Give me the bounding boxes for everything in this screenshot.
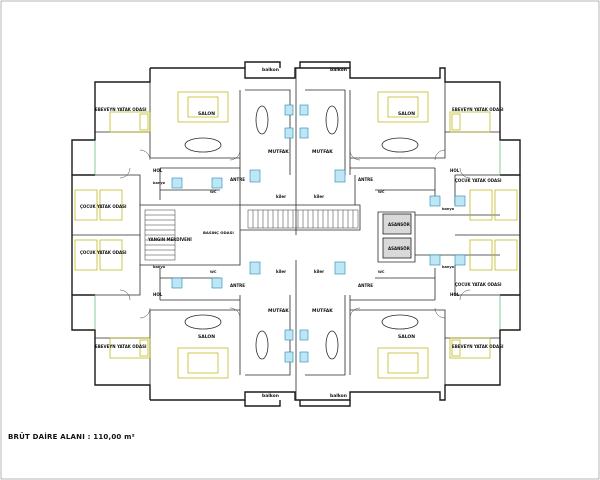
label-wc-top-left: WC (210, 190, 217, 194)
label-antre-bottom-left: ANTRE (230, 283, 245, 288)
label-cocuk-bottom-left: ÇOCUK YATAK ODASI (80, 250, 127, 255)
label-antre-top-right: ANTRE (358, 177, 373, 182)
label-wc-bottom-left: WC (210, 270, 217, 274)
label-kiler-bottom-right: kiler (314, 269, 324, 274)
label-hol-top-left: HOL (153, 168, 163, 173)
stairs-fire (144, 209, 176, 261)
label-mutfak-top-left: MUTFAK (268, 149, 289, 155)
elevators (382, 213, 412, 259)
label-cocuk-bottom-right: ÇOCUK YATAK ODASI (455, 282, 502, 287)
label-salon-bottom-right: SALON (398, 334, 415, 340)
label-hol-bottom-left: HOL (153, 292, 163, 297)
label-kiler-bottom-left: kiler (276, 269, 286, 274)
label-banyo-top-right: banyo (442, 207, 455, 211)
label-antre-bottom-right: ANTRE (358, 283, 373, 288)
label-asansor-2: ASANSÖR (388, 246, 410, 251)
label-basinc-odasi: BASINÇ ODASI (203, 230, 234, 235)
label-mutfak-bottom-right: MUTFAK (312, 308, 333, 314)
label-balkon-top-right: balkon (330, 67, 347, 73)
label-salon-top-left: SALON (198, 111, 215, 117)
label-antre-top-left: ANTRE (230, 177, 245, 182)
label-kiler-top-left: kiler (276, 194, 286, 199)
label-asansor-1: ASANSÖR (388, 222, 410, 227)
label-mutfak-top-right: MUTFAK (312, 149, 333, 155)
label-banyo-bottom-right: banyo (442, 265, 455, 269)
label-wc-top-right: WC (378, 190, 385, 194)
bathroom-fixtures (171, 177, 466, 289)
furniture (74, 91, 518, 379)
label-cocuk-top-left: ÇOCUK YATAK ODASI (80, 204, 127, 209)
label-ebeveyn-top-left: EBEVEYN YATAK ODASI (95, 107, 147, 112)
door-swings (119, 149, 471, 319)
label-kiler-top-right: kiler (314, 194, 324, 199)
label-ebeveyn-bottom-left: EBEVEYN YATAK ODASI (95, 344, 147, 349)
gross-area-label: BRÜT DAİRE ALANI : 110,00 m² (8, 433, 135, 441)
interior-walls (72, 82, 520, 385)
building-outline (71, 61, 521, 407)
label-ebeveyn-top-right: EBEVEYN YATAK ODASI (452, 107, 504, 112)
stairs-main (247, 209, 359, 229)
label-balkon-bottom-right: balkon (330, 393, 347, 399)
label-balkon-bottom-left: balkon (262, 393, 279, 399)
label-wc-bottom-right: WC (378, 270, 385, 274)
label-balkon-top-left: balkon (262, 67, 279, 73)
label-salon-top-right: SALON (398, 111, 415, 117)
label-banyo-bottom-left: banyo (153, 265, 166, 269)
label-cocuk-top-right: ÇOCUK YATAK ODASI (455, 178, 502, 183)
label-salon-bottom-left: SALON (198, 334, 215, 340)
label-hol-bottom-right: HOL (450, 292, 460, 297)
kitchen-fixtures (249, 104, 346, 363)
label-mutfak-bottom-left: MUTFAK (268, 308, 289, 314)
label-ebeveyn-bottom-right: EBEVEYN YATAK ODASI (452, 344, 504, 349)
label-yangin-merdiveni: YANGIN MERDİVENİ (147, 237, 192, 242)
room-labels: balkon balkon balkon balkon EBEVEYN YATA… (80, 67, 504, 399)
balcony-edges (94, 140, 501, 330)
label-banyo-top-left: banyo (153, 181, 166, 185)
label-hol-top-right: HOL (450, 168, 460, 173)
